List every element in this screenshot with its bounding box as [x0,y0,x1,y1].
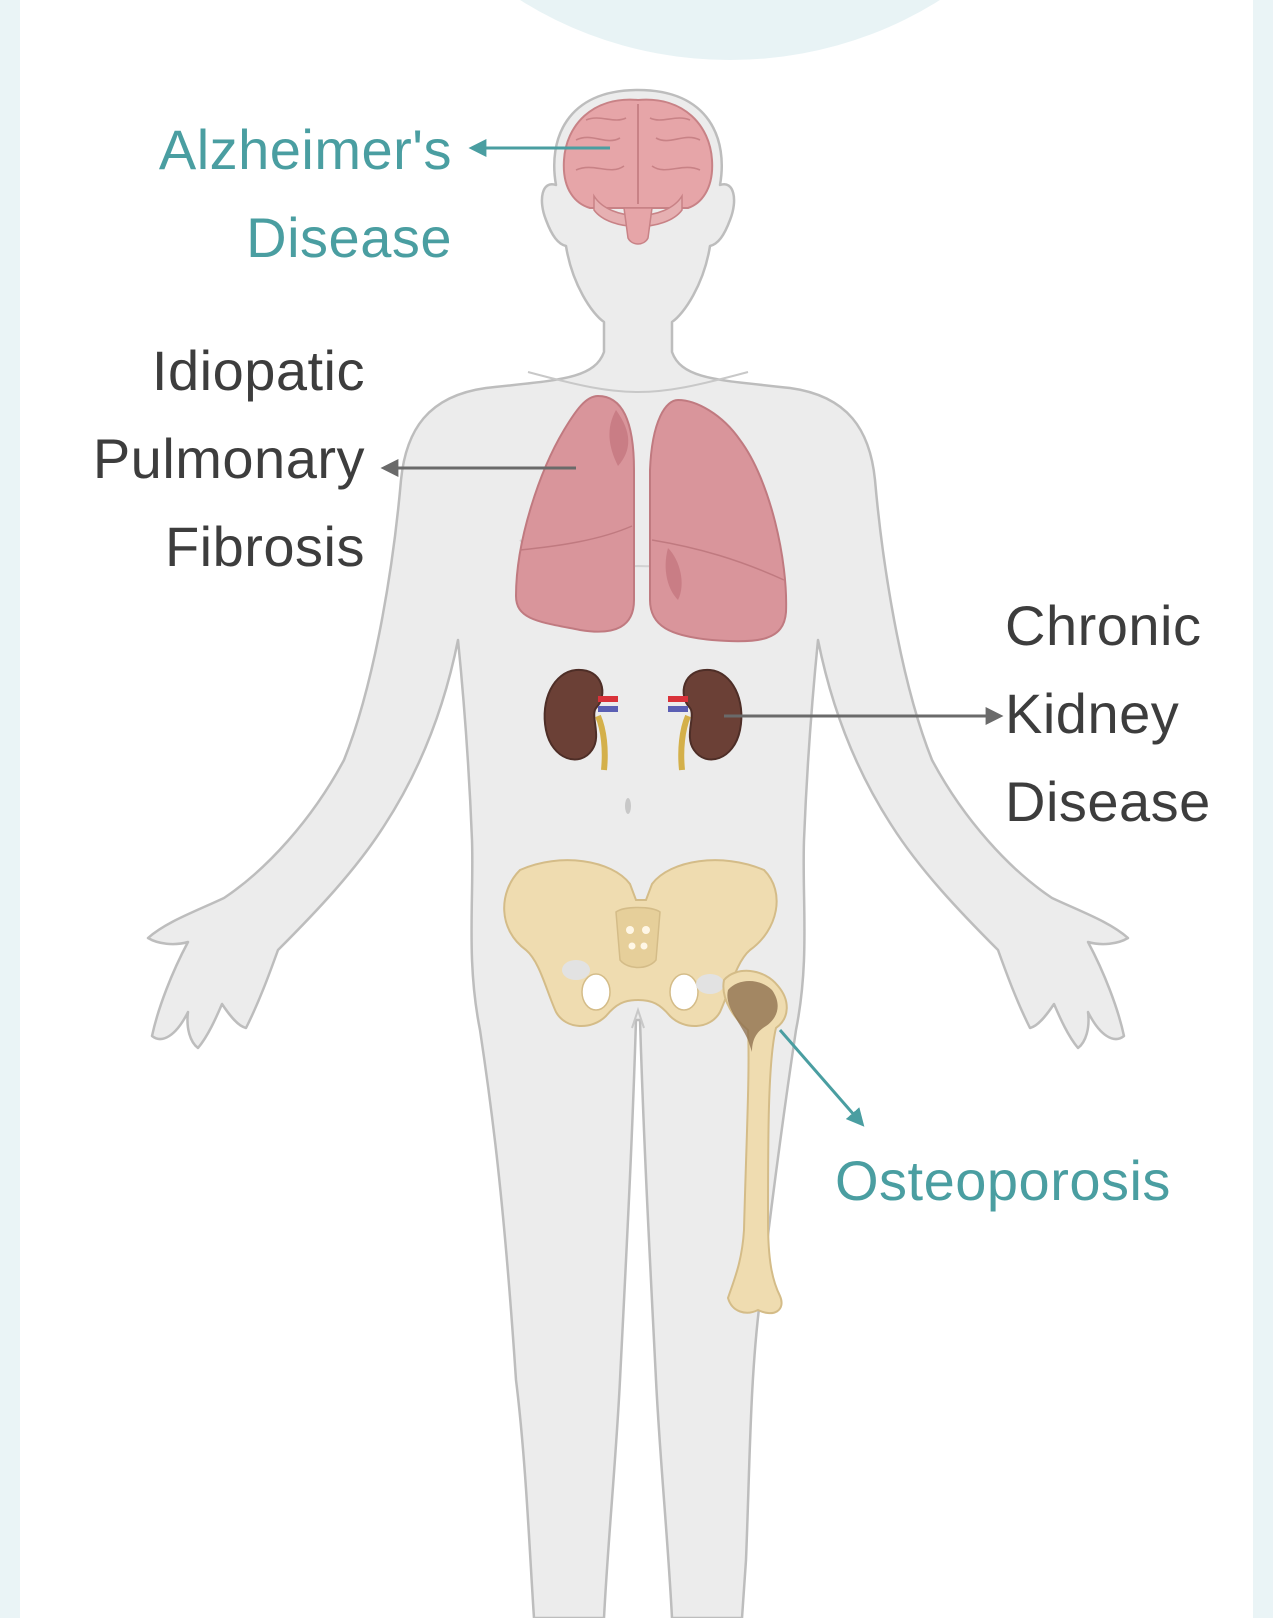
ckd-label: Chronic Kidney Disease [1005,582,1245,846]
osteoporosis-label-line-1: Osteoporosis [835,1137,1235,1225]
navel [625,798,631,814]
ckd-label-line-2: Kidney [1005,670,1245,758]
ipf-label-line-1: Idiopatic [20,327,365,415]
osteoporosis-label: Osteoporosis [835,1137,1235,1225]
alzheimers-label: Alzheimer's Disease [90,106,452,282]
ipf-label-line-2: Pulmonary [20,415,365,503]
ckd-label-line-1: Chronic [1005,582,1245,670]
ipf-label-line-3: Fibrosis [20,503,365,591]
ckd-label-line-3: Disease [1005,758,1245,846]
alzheimers-label-line-2: Disease [90,194,452,282]
diagram-panel: Alzheimer's Disease Idiopatic Pulmonary … [20,0,1253,1618]
body-silhouette [148,90,1128,1618]
ipf-label: Idiopatic Pulmonary Fibrosis [20,327,365,591]
alzheimers-label-line-1: Alzheimer's [90,106,452,194]
osteoporosis-arrow [780,1030,862,1124]
